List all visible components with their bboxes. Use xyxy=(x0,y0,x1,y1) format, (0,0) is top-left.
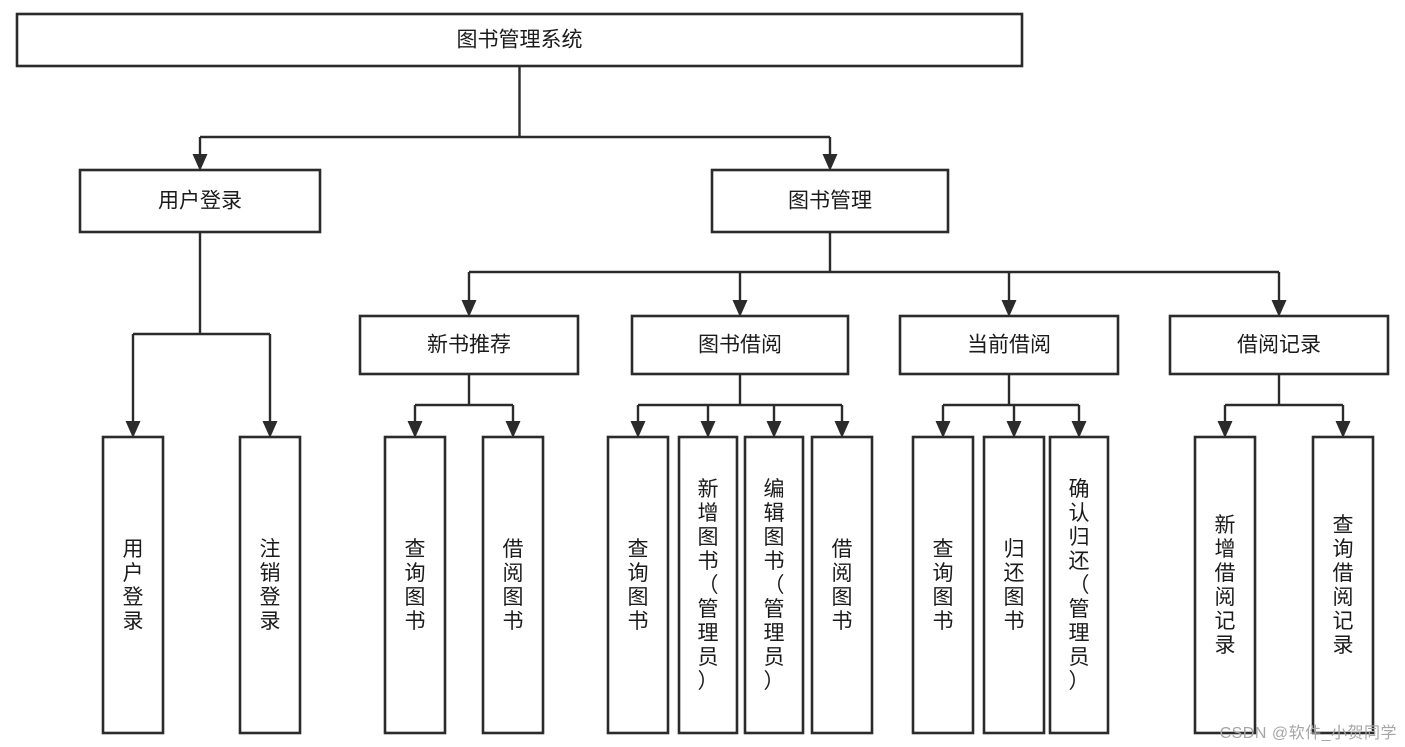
connector-e-book-mgmt xyxy=(461,232,1287,317)
arrow-head-icon xyxy=(1335,421,1351,438)
node-box-leaf-add-book xyxy=(677,435,739,735)
node-root[interactable]: 图书管理系统 xyxy=(15,12,1024,68)
arrow-head-icon xyxy=(732,300,748,317)
node-box-leaf-borrow-book-2 xyxy=(810,435,874,735)
connector-e-borrow-record xyxy=(1217,374,1351,438)
node-box-l2-borrow-record xyxy=(1168,314,1390,376)
arrow-head-icon xyxy=(1217,421,1233,438)
node-label-leaf-return-book: 归还图书 xyxy=(1004,538,1025,633)
node-label-l2-current-borrow: 当前借阅 xyxy=(967,334,1051,357)
connector-e-book-borrow xyxy=(630,374,850,438)
arrow-head-icon xyxy=(1071,421,1087,438)
node-l2-book-borrow[interactable]: 图书借阅 xyxy=(630,314,850,376)
node-label-leaf-add-book: 新增图书（管理员） xyxy=(698,478,719,693)
node-leaf-edit-book[interactable]: 编辑图书（管理员） xyxy=(743,435,805,735)
node-box-leaf-query-record xyxy=(1311,435,1375,735)
node-box-root xyxy=(15,12,1024,68)
node-label-leaf-logout: 注销登录 xyxy=(260,538,281,633)
node-leaf-add-record[interactable]: 新增借阅记录 xyxy=(1193,435,1257,735)
node-box-leaf-add-record xyxy=(1193,435,1257,735)
node-box-leaf-confirm-return xyxy=(1048,435,1110,735)
arrow-head-icon xyxy=(700,421,716,438)
node-leaf-user-login[interactable]: 用户登录 xyxy=(101,435,165,735)
node-label-leaf-query-record: 查询借阅记录 xyxy=(1333,514,1354,657)
node-leaf-query-book-1[interactable]: 查询图书 xyxy=(383,435,447,735)
node-leaf-query-record[interactable]: 查询借阅记录 xyxy=(1311,435,1375,735)
node-label-leaf-user-login: 用户登录 xyxy=(123,538,144,633)
node-leaf-borrow-book-1[interactable]: 借阅图书 xyxy=(481,435,545,735)
node-label-leaf-borrow-book-2: 借阅图书 xyxy=(832,538,853,633)
node-label-leaf-confirm-return: 确认归还（管理员） xyxy=(1069,478,1090,693)
node-box-leaf-user-login xyxy=(101,435,165,735)
node-label-l2-book-borrow: 图书借阅 xyxy=(698,334,782,357)
node-leaf-borrow-book-2[interactable]: 借阅图书 xyxy=(810,435,874,735)
arrow-head-icon xyxy=(1001,300,1017,317)
connector-e-new-book-rec xyxy=(407,374,521,438)
connector-e-user-login xyxy=(125,232,278,438)
arrow-head-icon xyxy=(262,421,278,438)
node-box-l2-book-borrow xyxy=(630,314,850,376)
node-leaf-return-book[interactable]: 归还图书 xyxy=(982,435,1046,735)
arrow-head-icon xyxy=(822,154,838,171)
node-l1-user-login[interactable]: 用户登录 xyxy=(78,168,322,234)
node-box-leaf-query-book-1 xyxy=(383,435,447,735)
node-box-l2-new-book-rec xyxy=(358,314,580,376)
node-leaf-confirm-return[interactable]: 确认归还（管理员） xyxy=(1048,435,1110,735)
connector-e-root xyxy=(192,66,838,171)
node-label-l1-user-login: 用户登录 xyxy=(158,190,242,213)
node-leaf-logout[interactable]: 注销登录 xyxy=(238,435,302,735)
node-box-l2-current-borrow xyxy=(898,314,1120,376)
arrow-head-icon xyxy=(505,421,521,438)
node-l2-borrow-record[interactable]: 借阅记录 xyxy=(1168,314,1390,376)
arrow-head-icon xyxy=(766,421,782,438)
node-box-l1-user-login xyxy=(78,168,322,234)
node-leaf-query-book-3[interactable]: 查询图书 xyxy=(911,435,975,735)
arrow-head-icon xyxy=(1006,421,1022,438)
arrow-head-icon xyxy=(125,421,141,438)
node-label-leaf-query-book-1: 查询图书 xyxy=(405,538,426,633)
node-box-leaf-edit-book xyxy=(743,435,805,735)
connector-layer xyxy=(125,66,1351,438)
node-box-l1-book-mgmt xyxy=(710,168,950,234)
node-leaf-query-book-2[interactable]: 查询图书 xyxy=(606,435,670,735)
node-box-leaf-logout xyxy=(238,435,302,735)
node-box-leaf-query-book-3 xyxy=(911,435,975,735)
node-l2-current-borrow[interactable]: 当前借阅 xyxy=(898,314,1120,376)
arrow-head-icon xyxy=(935,421,951,438)
node-box-leaf-return-book xyxy=(982,435,1046,735)
node-layer: 图书管理系统用户登录图书管理新书推荐图书借阅当前借阅借阅记录用户登录注销登录查询… xyxy=(15,12,1390,735)
node-l1-book-mgmt[interactable]: 图书管理 xyxy=(710,168,950,234)
arrow-head-icon xyxy=(192,154,208,171)
node-label-leaf-borrow-book-1: 借阅图书 xyxy=(503,538,524,633)
csdn-watermark: CSDN @软件_小贺同学 xyxy=(1219,725,1397,742)
node-label-l2-new-book-rec: 新书推荐 xyxy=(427,334,511,357)
arrow-head-icon xyxy=(834,421,850,438)
node-label-l1-book-mgmt: 图书管理 xyxy=(788,190,872,213)
node-leaf-add-book[interactable]: 新增图书（管理员） xyxy=(677,435,739,735)
node-l2-new-book-rec[interactable]: 新书推荐 xyxy=(358,314,580,376)
node-label-leaf-edit-book: 编辑图书（管理员） xyxy=(764,478,785,693)
node-label-leaf-query-book-2: 查询图书 xyxy=(628,538,649,633)
node-label-leaf-query-book-3: 查询图书 xyxy=(933,538,954,633)
node-label-root: 图书管理系统 xyxy=(457,29,583,52)
arrow-head-icon xyxy=(461,300,477,317)
node-box-leaf-borrow-book-1 xyxy=(481,435,545,735)
arrow-head-icon xyxy=(407,421,423,438)
node-label-l2-borrow-record: 借阅记录 xyxy=(1237,334,1321,357)
arrow-head-icon xyxy=(630,421,646,438)
node-box-leaf-query-book-2 xyxy=(606,435,670,735)
connector-e-current-borrow xyxy=(935,374,1087,438)
node-label-leaf-add-record: 新增借阅记录 xyxy=(1215,514,1236,657)
arrow-head-icon xyxy=(1271,300,1287,317)
